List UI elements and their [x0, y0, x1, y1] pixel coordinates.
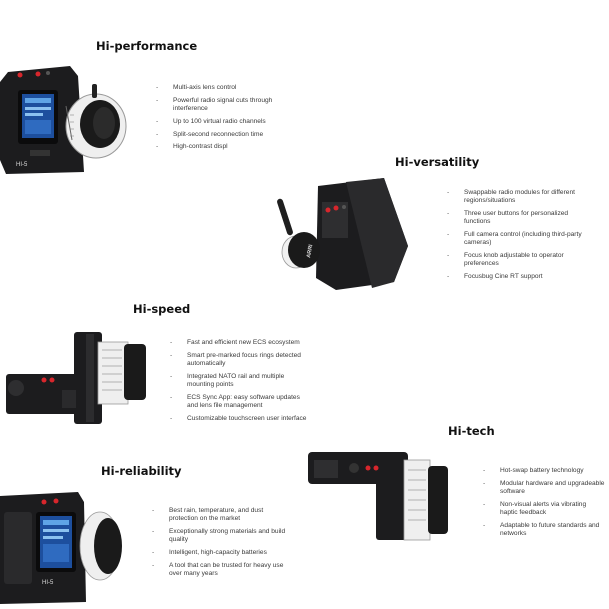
feature-list: Hot-swap battery technology Modular hard… — [483, 467, 605, 543]
list-item: Non-visual alerts via vibrating haptic f… — [483, 501, 605, 517]
list-item: A tool that can be trusted for heavy use… — [152, 562, 292, 578]
list-item: High-contrast displ — [156, 143, 276, 151]
list-item: Hot-swap battery technology — [483, 467, 605, 475]
hi5-handunit-top-icon — [4, 330, 154, 426]
section-heading: Hi-tech — [448, 424, 495, 438]
feature-list: Fast and efficient new ECS ecosystem Sma… — [170, 339, 310, 428]
list-item: Powerful radio signal cuts through inter… — [156, 97, 276, 113]
model-label: HI-5 — [42, 580, 54, 586]
section-heading: Hi-performance — [96, 39, 198, 53]
hi5-handunit-front-icon: HI-5 — [0, 60, 135, 178]
list-item: ECS Sync App: easy software updates and … — [170, 394, 310, 410]
list-item: Full camera control (including third-par… — [447, 231, 582, 247]
list-item: Multi-axis lens control — [156, 84, 276, 92]
hi5-handunit-rear-icon — [304, 446, 454, 548]
list-item: Best rain, temperature, and dust protect… — [152, 507, 292, 523]
section-heading: Hi-speed — [133, 302, 191, 316]
hi5-handunit-side-icon: ARRI — [276, 178, 416, 296]
hi5-handunit-screen-icon: HI-5 — [0, 488, 125, 605]
list-item: Intelligent, high-capacity batteries — [152, 549, 292, 557]
feature-list: Swappable radio modules for different re… — [447, 189, 582, 286]
list-item: Focusbug Cine RT support — [447, 273, 582, 281]
feature-list: Best rain, temperature, and dust protect… — [152, 507, 292, 583]
list-item: Focus knob adjustable to operator prefer… — [447, 252, 582, 268]
list-item: Split-second reconnection time — [156, 131, 276, 139]
list-item: Up to 100 virtual radio channels — [156, 118, 276, 126]
section-heading: Hi-versatility — [395, 155, 480, 169]
list-item: Swappable radio modules for different re… — [447, 189, 582, 205]
list-item: Smart pre-marked focus rings detected au… — [170, 352, 310, 368]
list-item: Adaptable to future standards and networ… — [483, 522, 605, 538]
list-item: Fast and efficient new ECS ecosystem — [170, 339, 310, 347]
list-item: Integrated NATO rail and multiple mounti… — [170, 373, 310, 389]
feature-list: Multi-axis lens control Powerful radio s… — [156, 84, 276, 156]
list-item: Exceptionally strong materials and build… — [152, 528, 292, 544]
section-heading: Hi-reliability — [101, 464, 182, 478]
list-item: Customizable touchscreen user interface — [170, 415, 310, 423]
model-label: HI-5 — [16, 162, 28, 168]
brand-label: ARRI — [306, 244, 314, 259]
list-item: Modular hardware and upgradeable softwar… — [483, 480, 605, 496]
list-item: Three user buttons for personalized func… — [447, 210, 582, 226]
